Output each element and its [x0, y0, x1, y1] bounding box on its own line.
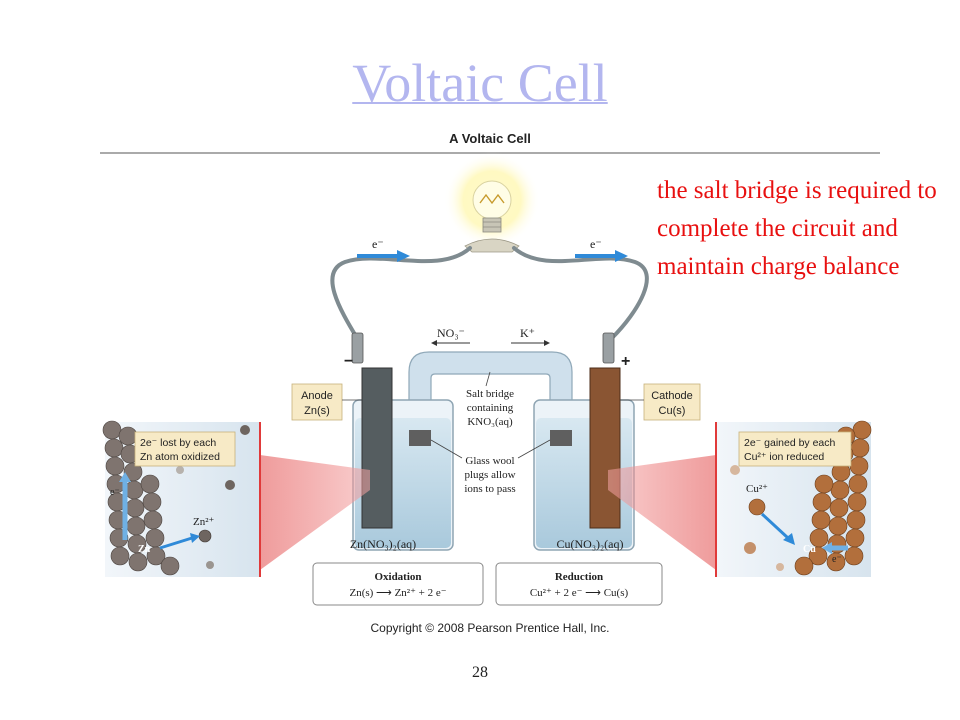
electron-label-right: e⁻: [590, 237, 602, 251]
negative-terminal: −: [344, 353, 353, 370]
copper-ion-2: [744, 542, 756, 554]
svg-text:plugs allow: plugs allow: [464, 469, 515, 481]
right-inset-ion-arrow: [760, 512, 790, 540]
glass-wool-label: Glass wool plugs allow ions to pass: [464, 455, 515, 495]
potassium-arrow: [511, 340, 550, 346]
zinc-ion-5: [176, 466, 184, 474]
anode-label: Anode: [301, 390, 333, 402]
cathode-label-box: Cathode Cu(s): [643, 383, 701, 421]
copper-ion-1: [748, 498, 766, 516]
anode-formula: Zn(s): [304, 405, 330, 417]
left-inset-ion-arrow: [159, 536, 193, 550]
oxidation-label: Oxidation: [374, 571, 421, 583]
nitrate-label: NO₃⁻: [437, 326, 465, 340]
copper-ion-3: [730, 465, 740, 475]
anode-label-box: Anode Zn(s): [291, 383, 343, 421]
copper-ion-4: [776, 563, 784, 571]
right-solution-label: Cu(NO₃)₂(aq): [556, 537, 623, 551]
svg-text:Salt bridge: Salt bridge: [466, 388, 514, 400]
zinc-ion-1: [198, 529, 212, 543]
positive-terminal: +: [621, 353, 630, 370]
light-bulb-icon: [444, 152, 540, 253]
left-inset-ion: Zn²⁺: [193, 516, 215, 528]
oxidation-box: Oxidation Zn(s) ⟶ Zn²⁺ + 2 e⁻: [312, 562, 484, 606]
zinc-electrode: [361, 367, 393, 529]
cathode-label: Cathode: [651, 390, 693, 402]
salt-bridge-note: the salt bridge is required to complete …: [657, 177, 937, 280]
svg-text:Glass wool: Glass wool: [465, 455, 514, 467]
cathode-formula: Cu(s): [659, 405, 686, 417]
slide-title[interactable]: Voltaic Cell: [352, 53, 608, 113]
salt-bridge-label: Salt bridge containing KNO₃(aq): [466, 388, 514, 428]
zinc-ion-4: [206, 561, 214, 569]
glass-wool-right: [550, 430, 572, 446]
left-inset-caption-box: [134, 431, 236, 467]
left-inset-caption-1: 2e⁻ lost by each: [140, 437, 216, 449]
right-inset-electron: e⁻: [832, 554, 842, 565]
right-inset-ion: Cu²⁺: [746, 483, 768, 495]
right-inset-caption-2: Cu²⁺ ion reduced: [744, 451, 824, 463]
zoom-ray-left: [260, 455, 370, 570]
left-solution-label: Zn(NO₃)₂(aq): [350, 537, 416, 551]
wire-left: [330, 246, 472, 340]
svg-text:containing: containing: [467, 402, 514, 414]
nitrate-arrow: [431, 340, 470, 346]
svg-text:KNO₃(aq): KNO₃(aq): [467, 416, 513, 428]
reduction-equation: Cu²⁺ + 2 e⁻ ⟶ Cu(s): [530, 587, 629, 599]
reduction-box: Reduction Cu²⁺ + 2 e⁻ ⟶ Cu(s): [495, 562, 663, 606]
electron-arrow-left: [357, 250, 410, 262]
right-inset-caption-box: [738, 431, 852, 467]
copyright: Copyright © 2008 Pearson Prentice Hall, …: [371, 621, 610, 635]
electron-arrow-right: [575, 250, 628, 262]
left-inset-caption-2: Zn atom oxidized: [140, 451, 220, 463]
clip-right: [602, 332, 615, 364]
copper-electrode: [589, 367, 621, 529]
slide-number: 28: [472, 664, 488, 681]
zoom-ray-right: [608, 455, 716, 570]
right-inset: 2e⁻ gained by each Cu²⁺ ion reduced Cu²⁺…: [715, 420, 872, 577]
clip-left: [351, 332, 364, 364]
reduction-label: Reduction: [555, 571, 603, 583]
zinc-ion-3: [240, 425, 250, 435]
electron-label-left: e⁻: [372, 237, 384, 251]
svg-text:ions to pass: ions to pass: [464, 483, 515, 495]
potassium-label: K⁺: [520, 326, 535, 340]
oxidation-equation: Zn(s) ⟶ Zn²⁺ + 2 e⁻: [349, 587, 446, 599]
zinc-ion-2: [225, 480, 235, 490]
left-inset-electron: e⁻: [110, 487, 120, 498]
left-inset: 2e⁻ lost by each Zn atom oxidized e⁻ Zn²…: [102, 420, 261, 577]
figure-heading: A Voltaic Cell: [449, 131, 531, 146]
wire-right: [512, 246, 649, 340]
left-inset-atom: Zn: [138, 544, 151, 555]
right-inset-atom: Cu: [803, 544, 816, 555]
glass-wool-left: [409, 430, 431, 446]
right-inset-caption-1: 2e⁻ gained by each: [744, 437, 836, 449]
